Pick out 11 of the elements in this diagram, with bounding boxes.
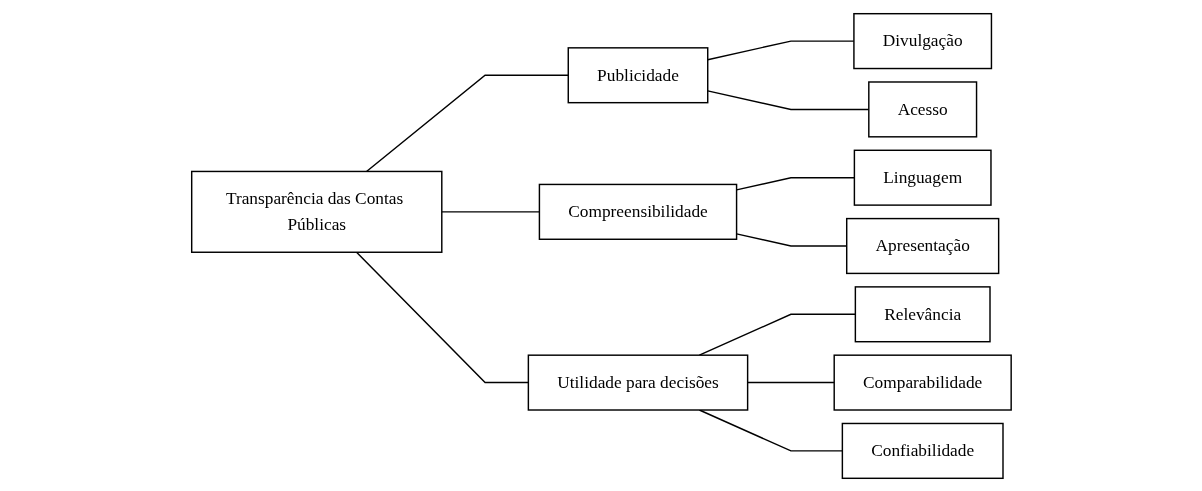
node-box: Publicidade: [567, 46, 708, 103]
node-box: Confiabilidade: [841, 422, 1004, 479]
node-box: Comparabilidade: [833, 353, 1012, 411]
node-box: Transparência das Contas Públicas: [190, 170, 443, 253]
node-box: Utilidade para decisões: [527, 353, 748, 411]
node-box: Divulgação: [852, 12, 992, 69]
node-box: Compreensibilidade: [538, 183, 737, 240]
node-box: Relevância: [854, 285, 991, 342]
node-box: Apresentação: [845, 217, 999, 274]
node-box: Linguagem: [853, 149, 992, 206]
node-box: Acesso: [867, 80, 977, 138]
